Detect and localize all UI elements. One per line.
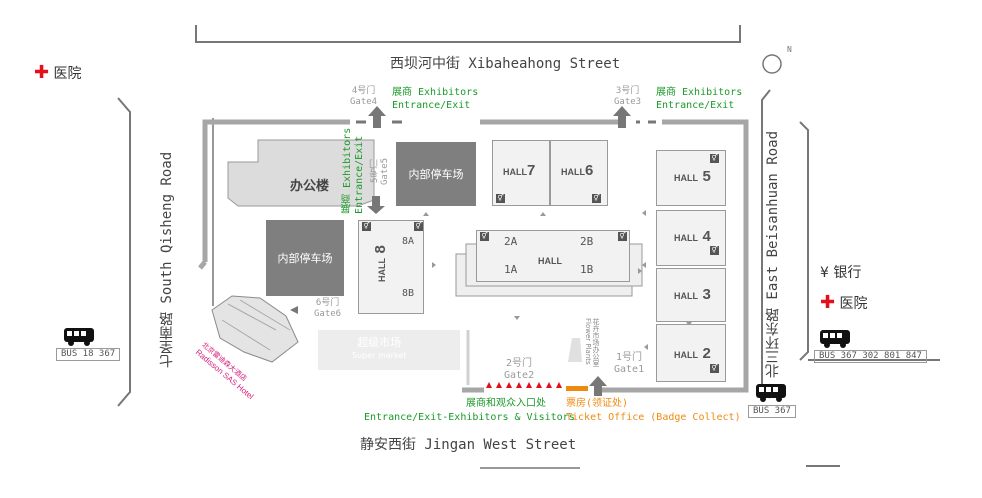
bank: ¥ 银行 [820, 265, 862, 281]
bus-lines-bottom: BUS 367 [748, 405, 796, 418]
street-west: 七圣南路 South Qisheng Road [159, 151, 175, 368]
street-south: 静安西街 Jingan West Street [360, 437, 577, 453]
compass-north-label: N [787, 45, 792, 54]
restroom-icon: ⚥ [480, 232, 489, 241]
hall-2-label: HALL 2 [674, 345, 711, 362]
street-east: 北三环东路 East Beisanhuan Road [765, 130, 781, 378]
bus-lines-left: BUS 18 367 [56, 348, 121, 361]
hall-3-label: HALL 3 [674, 286, 711, 303]
hall-8-label: HALL 8 [372, 245, 389, 282]
red-cross-icon: ✚ [34, 62, 50, 83]
ticket-office-cn: 票房(领证处) [566, 398, 629, 409]
exhibitors-entrance-gate5: 展商 Exhibitors Entrance/Exit [342, 127, 365, 214]
restroom-icon: ⚥ [710, 154, 719, 163]
restroom-icon: ⚥ [414, 222, 423, 231]
parking-inner-west: 内部停车场 [266, 220, 344, 296]
hall-8a: 8A [402, 236, 415, 247]
hospital-left: ✚ 医院 [34, 62, 82, 83]
main-entrance-en: Entrance/Exit-Exhibitors & Visitors [364, 412, 575, 423]
office-building: 办公楼 [290, 179, 330, 194]
hall-3[interactable] [656, 268, 726, 322]
bus-icon [820, 330, 850, 348]
hall-2b: 2B [580, 235, 594, 248]
flower-market: 花卉市场办公室 Flower Plants [584, 318, 600, 367]
supermarket: 超级市场 Super market [352, 336, 407, 360]
parking-inner-north: 内部停车场 [396, 142, 476, 206]
restroom-icon: ⚥ [496, 194, 505, 203]
hall-7-label: HALL7 [503, 162, 536, 179]
restroom-icon: ⚥ [618, 232, 627, 241]
hall-2a: 2A [504, 235, 518, 248]
hospital-right: ✚ 医院 [820, 292, 868, 313]
exhibitors-entrance-northeast: 展商 Exhibitors Entrance/Exit [656, 87, 743, 111]
restroom-icon: ⚥ [362, 222, 371, 231]
hall-5-label: HALL 5 [674, 168, 711, 185]
hall-6-label: HALL6 [561, 162, 594, 179]
restroom-icon: ⚥ [710, 246, 719, 255]
hall-4[interactable] [656, 210, 726, 266]
yen-icon: ¥ [820, 265, 829, 281]
main-entrance-cn: 展商和观众入口处 [466, 398, 546, 409]
street-north: 西坝河中街 Xibaheahong Street [390, 56, 621, 72]
ticket-office-en: Ticket Office (Badge Collect) [566, 412, 741, 423]
bus-icon [64, 328, 94, 346]
hall-4-label: HALL 4 [674, 228, 711, 245]
restroom-icon: ⚥ [592, 194, 601, 203]
hall-1a: 1A [504, 263, 518, 276]
hall-8[interactable] [358, 220, 424, 314]
restroom-icon: ⚥ [710, 364, 719, 373]
exhibitors-entrance-north: 展商 Exhibitors Entrance/Exit [392, 87, 479, 111]
red-cross-icon: ✚ [820, 292, 836, 313]
hall-8b: 8B [402, 288, 415, 299]
bus-icon [756, 384, 786, 402]
bus-lines-right: BUS 367 302 801 847 [814, 350, 927, 363]
hall-1-2[interactable] [476, 230, 630, 282]
hall-1b: 1B [580, 263, 594, 276]
hall-1-2-label: HALL [538, 256, 562, 266]
compass-icon [762, 50, 786, 74]
